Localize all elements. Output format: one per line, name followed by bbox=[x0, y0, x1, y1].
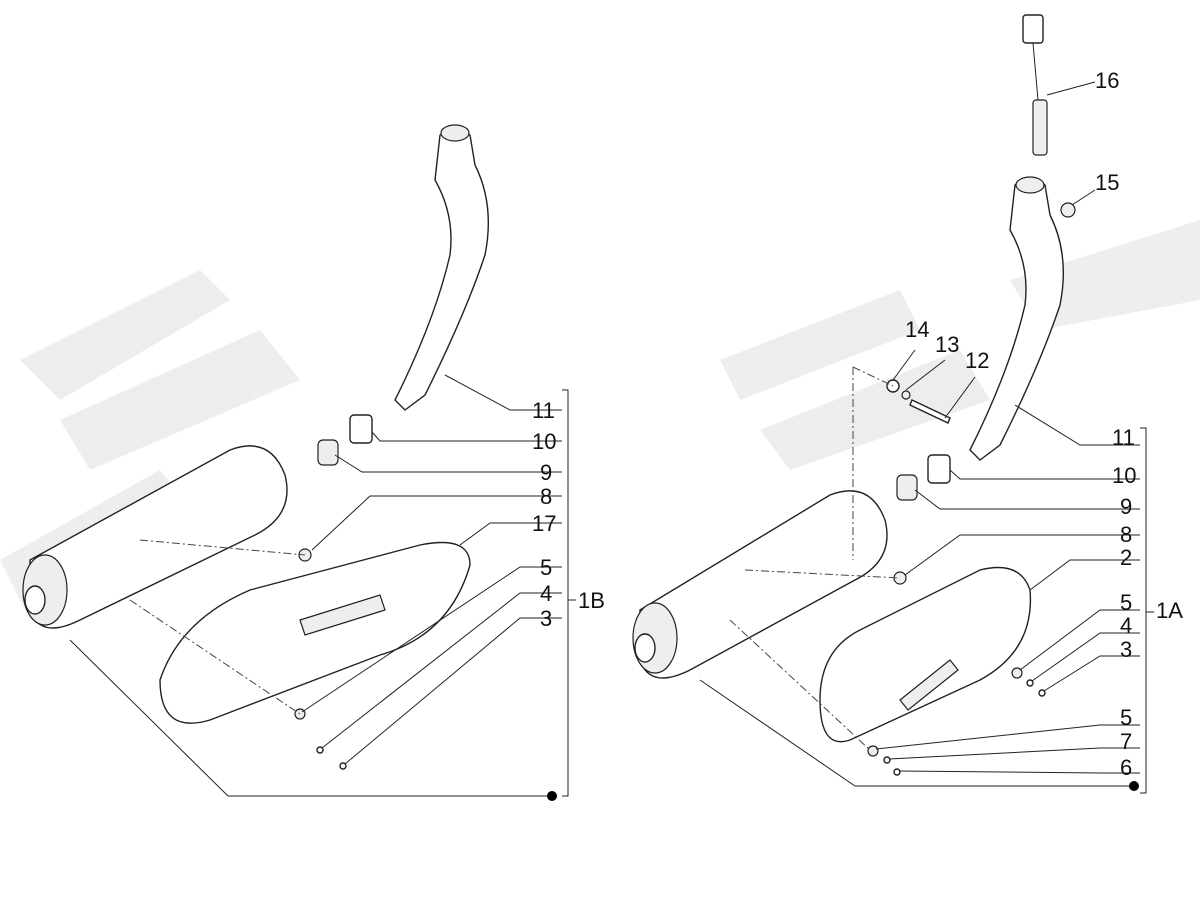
callout-5-right-a: 5 bbox=[1120, 590, 1132, 615]
heat-shield-right bbox=[819, 566, 1032, 743]
lambda-sensor-connector bbox=[1022, 14, 1044, 44]
callout-8-left: 8 bbox=[540, 484, 552, 509]
lambda-sensor bbox=[1032, 99, 1048, 156]
nut-15 bbox=[1060, 202, 1076, 218]
gasket-right bbox=[896, 474, 918, 501]
clamp-right bbox=[927, 454, 951, 484]
callout-5-left: 5 bbox=[540, 555, 552, 580]
callout-3-right: 3 bbox=[1120, 637, 1132, 662]
assembly-dot-left bbox=[547, 791, 557, 801]
clamp-left bbox=[349, 414, 373, 444]
callout-8-right: 8 bbox=[1120, 522, 1132, 547]
callout-15: 15 bbox=[1095, 170, 1119, 195]
callout-5-right-b: 5 bbox=[1120, 705, 1132, 730]
muffler-right bbox=[639, 490, 888, 679]
muffler-left bbox=[29, 445, 288, 629]
callout-10-left: 10 bbox=[532, 429, 556, 454]
callout-4-right: 4 bbox=[1120, 613, 1132, 638]
exhaust-pipe-left bbox=[394, 128, 489, 411]
right-exhaust-assembly: 16 15 14 13 12 11 10 9 8 2 5 4 3 5 7 6 1… bbox=[632, 14, 1183, 794]
bolt-12 bbox=[909, 399, 951, 424]
callout-4-left: 4 bbox=[540, 581, 552, 606]
assembly-dot-right bbox=[1129, 781, 1139, 791]
washer-13 bbox=[901, 390, 911, 400]
callout-13: 13 bbox=[935, 332, 959, 357]
callout-14: 14 bbox=[905, 317, 929, 342]
group-label-1B: 1B bbox=[578, 588, 605, 613]
group-label-1A: 1A bbox=[1156, 598, 1183, 623]
callout-11-left: 11 bbox=[532, 398, 555, 423]
callout-11-right: 11 bbox=[1112, 425, 1135, 450]
callout-12: 12 bbox=[965, 348, 989, 373]
callout-17-left: 17 bbox=[532, 511, 556, 536]
gasket-left bbox=[317, 439, 339, 466]
callout-3-left: 3 bbox=[540, 606, 552, 631]
callout-6-right: 6 bbox=[1120, 755, 1132, 780]
callout-10-right: 10 bbox=[1112, 463, 1136, 488]
callout-2-right: 2 bbox=[1120, 545, 1132, 570]
callout-16: 16 bbox=[1095, 68, 1119, 93]
callout-7-right: 7 bbox=[1120, 729, 1132, 754]
left-exhaust-assembly: 11 10 9 8 17 5 4 3 1B bbox=[22, 124, 605, 801]
callout-9-right: 9 bbox=[1120, 494, 1132, 519]
exhaust-pipe-right bbox=[969, 178, 1064, 461]
callout-9-left: 9 bbox=[540, 460, 552, 485]
heat-shield-left bbox=[159, 541, 471, 724]
